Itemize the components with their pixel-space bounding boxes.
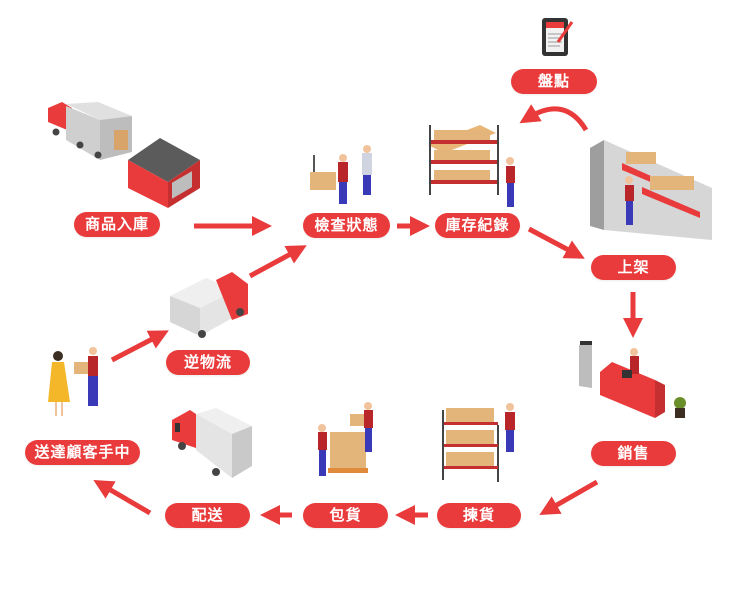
step-picking[interactable]: 揀貨: [437, 503, 521, 528]
step-shipping[interactable]: 配送: [165, 503, 250, 528]
pickupp-delivery-truck-illustration: [172, 408, 252, 478]
arrow-reverse-to-inspect: [248, 245, 307, 279]
courier-handing-parcel-illustration: [48, 347, 98, 416]
step-delivered[interactable]: 送達顧客手中: [25, 440, 140, 465]
step-inspect[interactable]: 檢查狀態: [303, 213, 390, 238]
step-inbound[interactable]: 商品入庫: [74, 212, 160, 237]
truck-and-warehouse-illustration: [48, 102, 200, 208]
workers-inspecting-pallet-illustration: [310, 145, 372, 204]
arrow-sales-to-picking: [539, 479, 599, 515]
arrow-shipping-to-delivered: [93, 479, 152, 516]
step-inventory-record[interactable]: 庫存紀錄: [435, 213, 520, 238]
step-sales[interactable]: 銷售: [591, 441, 676, 466]
step-reverse-logistics[interactable]: 逆物流: [166, 350, 250, 375]
workers-packing-illustration: [318, 402, 373, 476]
step-packing[interactable]: 包貨: [303, 503, 388, 528]
worker-at-shelves-illustration: [428, 125, 515, 207]
arrow-delivered-to-reverse: [110, 330, 169, 363]
worker-picking-illustration: [442, 403, 515, 482]
arrow-stocktake-to-inventory: [519, 104, 589, 132]
clipboard-checklist-illustration: [542, 18, 574, 56]
sales-counter-illustration: [579, 341, 686, 418]
step-shelving[interactable]: 上架: [591, 255, 676, 280]
worker-shelving-boxes-illustration: [590, 140, 712, 240]
arrow-inventory-to-shelving: [527, 226, 585, 259]
pickupp-truck-returning-illustration: [170, 272, 248, 338]
step-stocktake[interactable]: 盤點: [511, 69, 597, 94]
